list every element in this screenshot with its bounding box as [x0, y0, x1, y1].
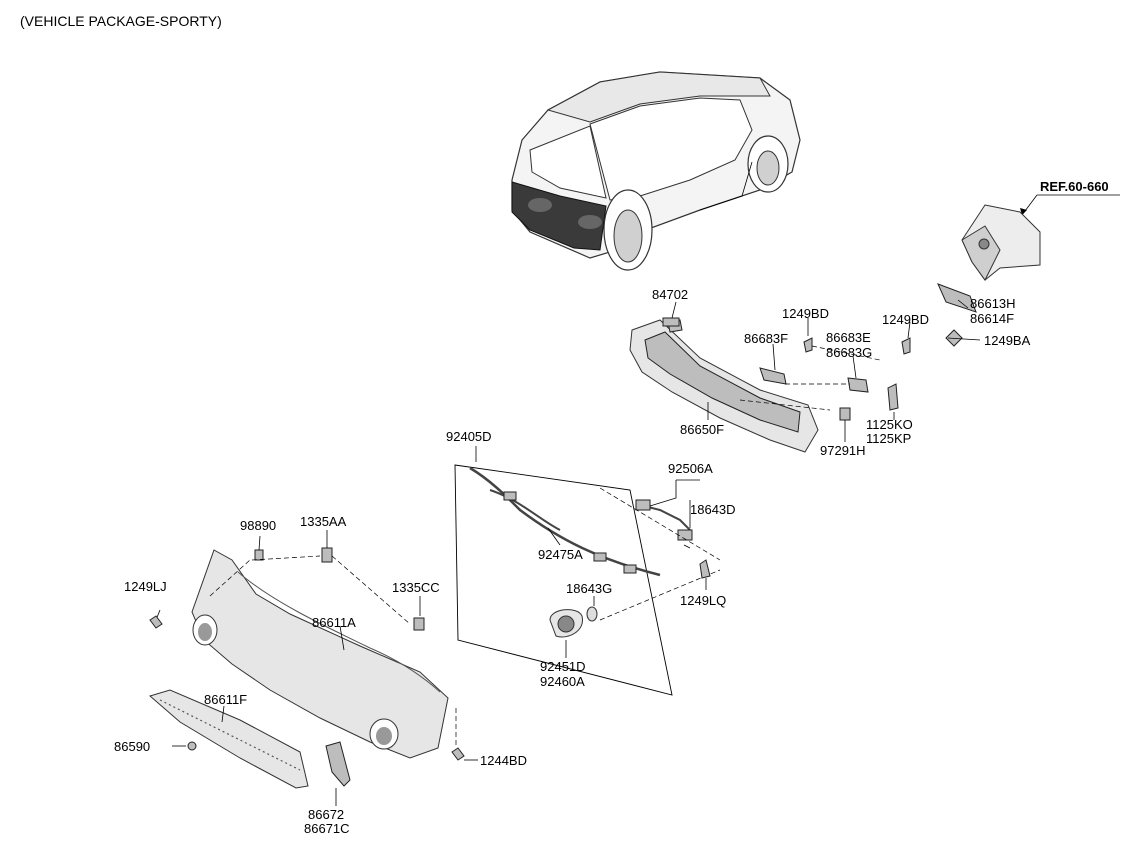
part-label-1249lj: 1249LJ: [124, 579, 167, 594]
part-label-86672: 86672: [308, 807, 344, 822]
part-label-1249bd-a: 1249BD: [782, 306, 829, 321]
package-title: (VEHICLE PACKAGE-SPORTY): [20, 13, 222, 29]
ref-label: REF.60-660: [1040, 179, 1109, 194]
part-label-86671c: 86671C: [304, 821, 350, 836]
part-label-1249ba: 1249BA: [984, 333, 1031, 348]
part-label-98890: 98890: [240, 518, 276, 533]
part-label-86614f: 86614F: [970, 311, 1014, 326]
part-label-86683g: 86683G: [826, 345, 872, 360]
bumper-beam-group: [629, 283, 981, 453]
part-label-92506a: 92506A: [668, 461, 713, 476]
part-label-86683e: 86683E: [826, 330, 871, 345]
part-label-1244bd: 1244BD: [480, 753, 527, 768]
part-label-1125ko: 1125KO: [866, 417, 913, 432]
part-label-97291h: 97291H: [820, 443, 866, 458]
part-label-86590: 86590: [114, 739, 150, 754]
part-label-92451d: 92451D: [540, 659, 586, 674]
part-label-86650f: 86650F: [680, 422, 724, 437]
part-label-1249lq: 1249LQ: [680, 593, 726, 608]
fender-reference-group: REF.60-660: [961, 179, 1120, 281]
part-label-86613h: 86613H: [970, 296, 1016, 311]
part-label-1335aa: 1335AA: [300, 514, 347, 529]
part-labels: 84702 1249BD 1249BD 86683F 86683E 86683G…: [114, 287, 1031, 836]
part-label-18643g: 18643G: [566, 581, 612, 596]
part-label-86611f: 86611F: [204, 692, 247, 707]
part-label-1125kp: 1125KP: [866, 431, 911, 446]
part-label-18643d: 18643D: [690, 502, 736, 517]
part-label-1335cc: 1335CC: [392, 580, 440, 595]
part-label-86611a: 86611A: [312, 615, 356, 630]
part-label-1249bd-b: 1249BD: [882, 312, 929, 327]
wiring-harness-group: [454, 446, 721, 696]
part-label-86683f: 86683F: [744, 331, 788, 346]
part-label-84702: 84702: [652, 287, 688, 302]
part-label-92475a: 92475A: [538, 547, 583, 562]
vehicle-illustration: [511, 71, 801, 271]
part-label-92405d: 92405D: [446, 429, 492, 444]
bumper-cover-group: [148, 530, 478, 806]
part-label-92460a: 92460A: [540, 674, 585, 689]
